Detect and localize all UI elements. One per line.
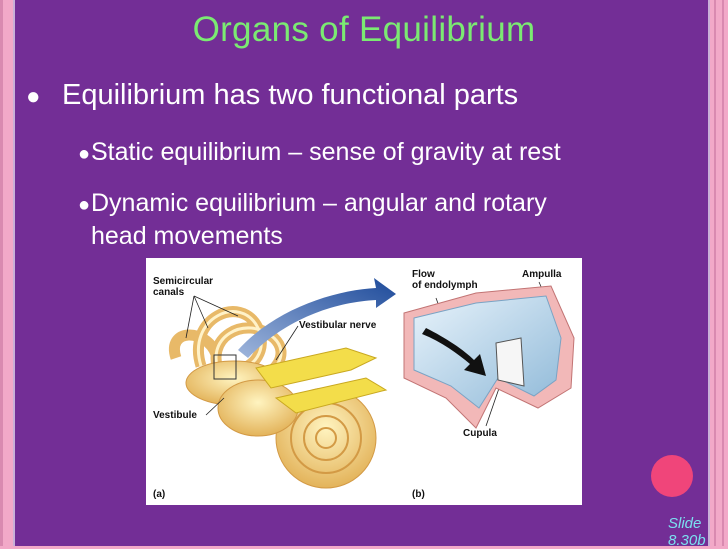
edge-stripe (722, 0, 724, 546)
bullet-icon: ● (26, 83, 41, 110)
cupula (495, 337, 525, 387)
inner-ear-illustration (168, 278, 575, 489)
label-vestibule: Vestibule (153, 410, 197, 421)
vestibular-nerve (255, 347, 388, 414)
bullet-sub-static: ●Static equilibrium – sense of gravity a… (78, 137, 561, 170)
bullet-main: ● Equilibrium has two functional parts (26, 79, 518, 112)
label-panel-b: (b) (412, 489, 425, 500)
label-ampulla: Ampulla (522, 269, 562, 280)
bullet-icon: ● (78, 194, 91, 216)
bullet-icon: ● (78, 143, 91, 165)
edge-stripe (0, 0, 3, 546)
bullet-sub-static-text: Static equilibrium – sense of gravity at… (91, 138, 561, 166)
detail-box (213, 354, 237, 380)
bullet-sub-dynamic: ●Dynamic equilibrium – angular and rotar… (78, 188, 547, 252)
vestibule-body (217, 379, 299, 437)
ampulla-section (403, 285, 575, 429)
label-cupula: Cupula (463, 428, 497, 439)
cochlea (275, 387, 377, 489)
bullet-sub-dynamic-text-2: head movements (91, 222, 283, 250)
zoom-arrow (238, 278, 396, 358)
label-panel-a: (a) (153, 489, 166, 500)
bullet-main-text: Equilibrium has two functional parts (62, 79, 519, 111)
label-vestibular-nerve: Vestibular nerve (299, 320, 377, 331)
bullet-sub-dynamic-text: Dynamic equilibrium – angular and rotary (91, 189, 547, 217)
decorative-circle (651, 455, 693, 497)
edge-stripe (714, 0, 716, 546)
endolymph-flow-arrow (422, 328, 486, 376)
slide-title: Organs of Equilibrium (192, 10, 536, 49)
